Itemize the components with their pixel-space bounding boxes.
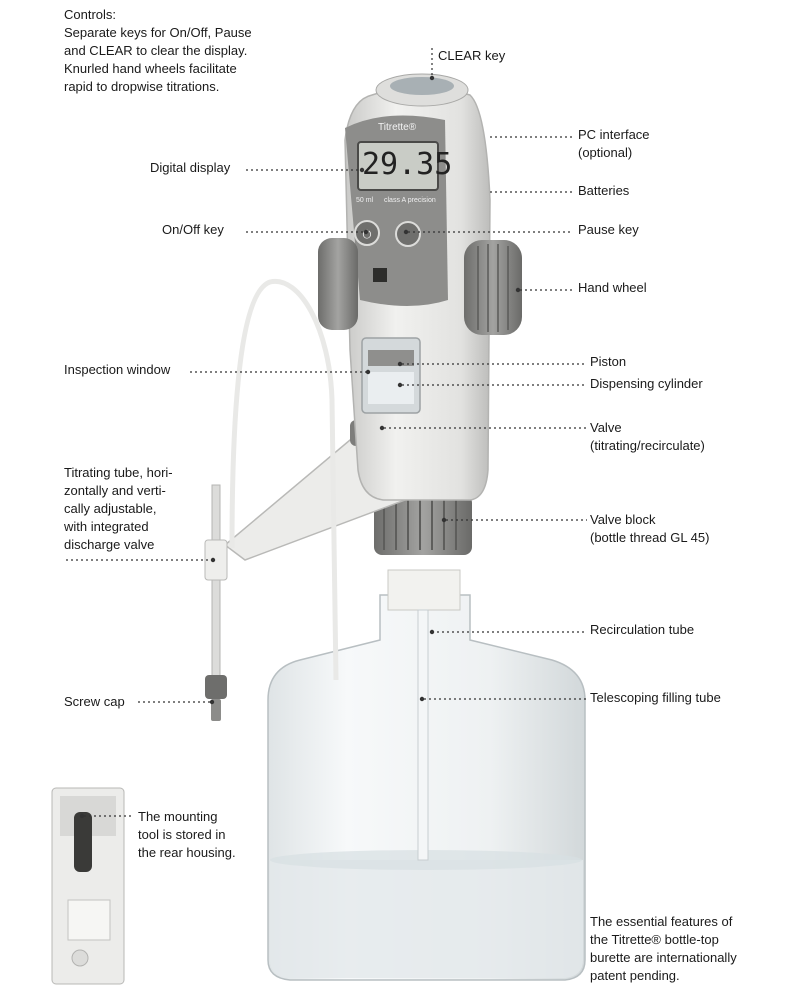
device-subbrand: class A precision	[384, 197, 436, 204]
patent-footnote: The essential features of the Titrette® …	[590, 914, 737, 983]
svg-text:⏻: ⏻	[363, 228, 372, 241]
mounting-note: The mounting tool is stored in the rear …	[138, 809, 236, 860]
label-digital-display: Digital display	[150, 160, 231, 175]
titrating-tube	[204, 484, 228, 721]
label-pause-key: Pause key	[578, 222, 639, 237]
controls-heading: Controls:	[64, 7, 117, 22]
label-recirculation-tube: Recirculation tube	[590, 622, 695, 637]
label-valve: Valve (titrating/recirculate)	[590, 420, 705, 453]
label-screw-cap: Screw cap	[64, 694, 125, 709]
device-brand: Titrette®	[378, 122, 417, 133]
label-titrating-tube: Titrating tube, hori- zontally and verti…	[64, 465, 173, 552]
label-batteries: Batteries	[578, 183, 630, 198]
recirculation-hose	[229, 278, 339, 681]
label-clear-key: CLEAR key	[438, 48, 506, 63]
label-dispensing-cylinder: Dispensing cylinder	[590, 376, 703, 391]
hand-wheel-left	[318, 238, 358, 330]
controls-description: Controls: Separate keys for On/Off, Paus…	[64, 7, 252, 94]
device-volume: 50 ml	[356, 197, 374, 204]
label-valve-block: Valve block (bottle thread GL 45)	[590, 512, 710, 545]
label-telescoping-filling-tube: Telescoping filling tube	[590, 690, 721, 705]
label-hand-wheel: Hand wheel	[578, 280, 647, 295]
label-on-off-key: On/Off key	[162, 222, 224, 237]
housing: ⏻	[344, 73, 491, 501]
mounting-tool-inset	[51, 787, 125, 985]
leader-lines	[66, 48, 587, 819]
telescoping-filling-tube	[417, 609, 429, 861]
label-pc-interface: PC interface (optional)	[578, 127, 650, 160]
display-readout: 29.35	[362, 147, 453, 182]
label-inspection-window: Inspection window	[64, 362, 171, 377]
label-piston: Piston	[590, 354, 627, 369]
hand-wheel-right	[464, 240, 522, 335]
